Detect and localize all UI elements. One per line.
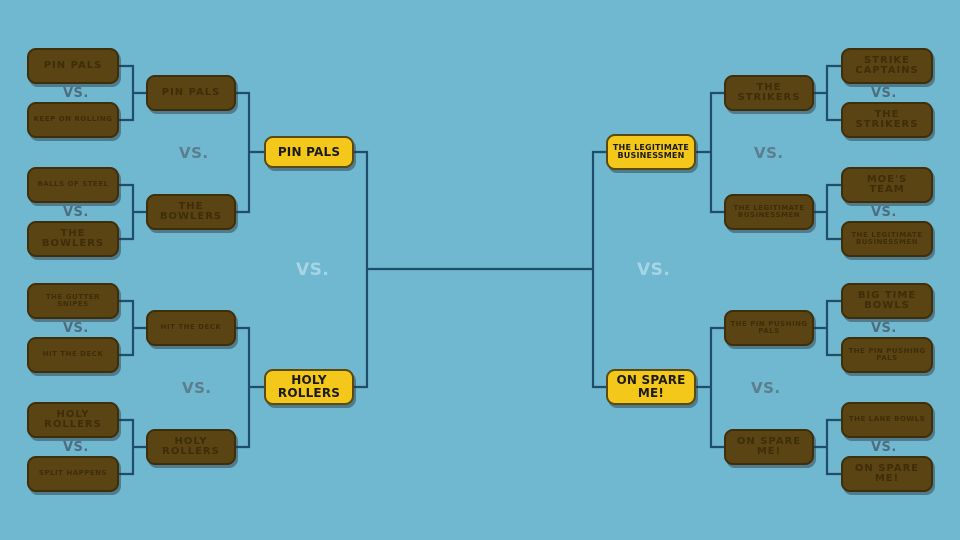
team-right-top-r1-1[interactable]: STRIKE CAPTAINS: [841, 48, 933, 84]
vs-label: VS.: [871, 321, 897, 336]
vs-label: VS.: [182, 379, 212, 397]
connector-lt2: [118, 183, 147, 241]
connector-lb1: [118, 299, 147, 357]
team-right-top-winner[interactable]: THE LEGITIMATE BUSINESSMEN: [606, 134, 696, 170]
team-right-top-r1-2[interactable]: THE STRIKERS: [841, 102, 933, 138]
team-right-bottom-winner[interactable]: ON SPARE ME!: [606, 369, 696, 405]
vs-label: VS.: [871, 440, 897, 455]
connector-lt3: [235, 91, 265, 214]
vs-label: VS.: [871, 86, 897, 101]
vs-label: VS.: [63, 440, 89, 455]
vs-label: VS.: [637, 260, 671, 280]
vs-label: VS.: [754, 144, 784, 162]
vs-label: VS.: [63, 205, 89, 220]
connector-rb3: [695, 326, 725, 449]
team-left-top-r1-1[interactable]: PIN PALS: [27, 48, 119, 84]
team-left-top-r2-2[interactable]: THE BOWLERS: [146, 194, 236, 230]
connector-right-final: [591, 150, 607, 389]
team-left-top-r1-4[interactable]: THE BOWLERS: [27, 221, 119, 257]
vs-label: VS.: [871, 205, 897, 220]
vs-label: VS.: [179, 144, 209, 162]
team-left-top-r1-2[interactable]: KEEP ON ROLLING: [27, 102, 119, 138]
team-left-bottom-r1-2[interactable]: HIT THE DECK: [27, 337, 119, 373]
team-right-bottom-r1-2[interactable]: THE PIN PUSHING PALS: [841, 337, 933, 373]
team-left-bottom-r1-4[interactable]: SPLIT HAPPENS: [27, 456, 119, 492]
connector-lt1: [118, 64, 147, 122]
connector-left-final: [353, 150, 369, 389]
team-left-bottom-winner[interactable]: HOLY ROLLERS: [264, 369, 354, 405]
connector-lb3: [235, 326, 265, 449]
team-left-top-winner[interactable]: PIN PALS: [264, 136, 354, 168]
team-left-bottom-r1-3[interactable]: HOLY ROLLERS: [27, 402, 119, 438]
team-left-top-r2-1[interactable]: PIN PALS: [146, 75, 236, 111]
connector-rb2: [813, 418, 842, 476]
vs-label: VS.: [63, 86, 89, 101]
team-right-top-r2-2[interactable]: THE LEGITIMATE BUSINESSMEN: [724, 194, 814, 230]
team-right-bottom-r1-3[interactable]: THE LANE BOWLS: [841, 402, 933, 438]
team-right-bottom-r1-4[interactable]: ON SPARE ME!: [841, 456, 933, 492]
team-right-top-r1-3[interactable]: MOE'S TEAM: [841, 167, 933, 203]
team-left-bottom-r1-1[interactable]: THE GUTTER SNIPES: [27, 283, 119, 319]
vs-label: VS.: [296, 260, 330, 280]
team-right-top-r2-1[interactable]: THE STRIKERS: [724, 75, 814, 111]
vs-label: VS.: [63, 321, 89, 336]
team-right-bottom-r2-1[interactable]: THE PIN PUSHING PALS: [724, 310, 814, 346]
team-left-bottom-r2-1[interactable]: HIT THE DECK: [146, 310, 236, 346]
connector-rb1: [813, 299, 842, 357]
team-left-top-r1-3[interactable]: BALLS OF STEEL: [27, 167, 119, 203]
connector-rt2: [813, 183, 842, 241]
connector-rt1: [813, 64, 842, 122]
vs-label: VS.: [751, 379, 781, 397]
team-right-bottom-r1-1[interactable]: BIG TIME BOWLS: [841, 283, 933, 319]
team-right-top-r1-4[interactable]: THE LEGITIMATE BUSINESSMEN: [841, 221, 933, 257]
connector-lb2: [118, 418, 147, 476]
connector-rt3: [695, 91, 725, 214]
team-right-bottom-r2-2[interactable]: ON SPARE ME!: [724, 429, 814, 465]
team-left-bottom-r2-2[interactable]: HOLY ROLLERS: [146, 429, 236, 465]
